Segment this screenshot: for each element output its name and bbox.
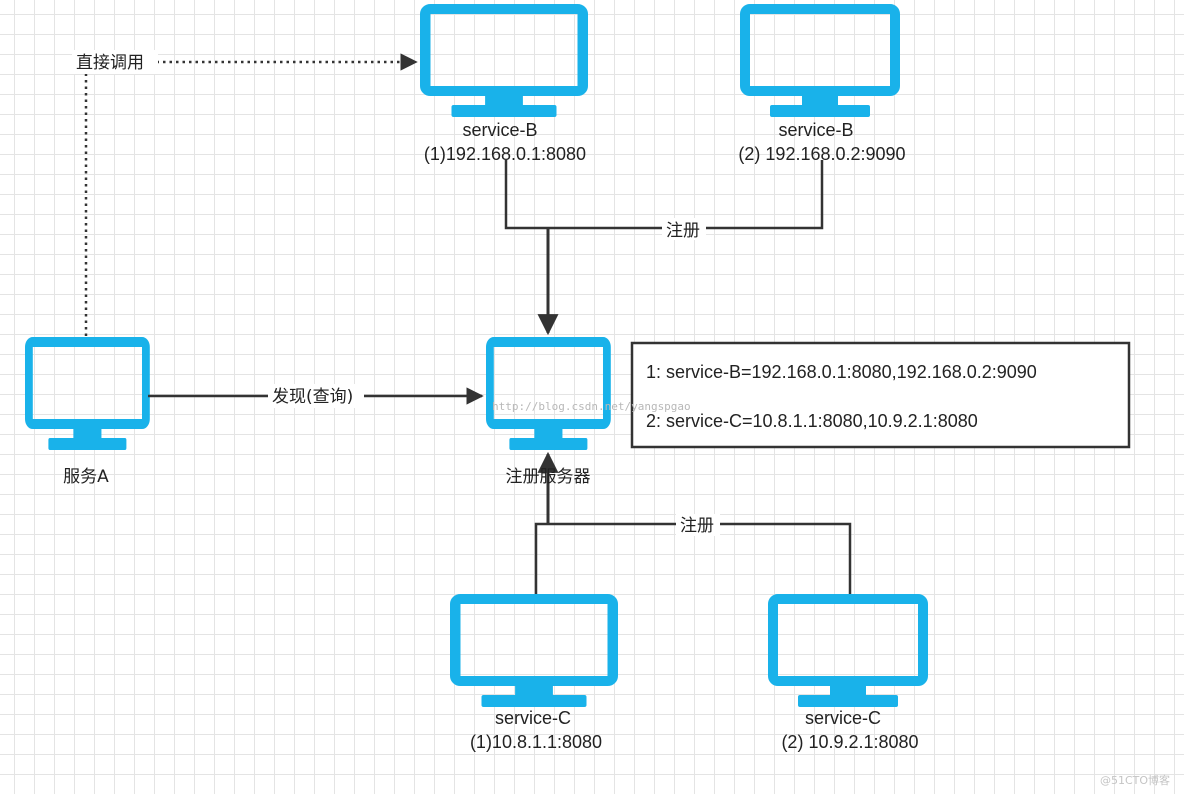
direct-call-label: 直接调用 (76, 53, 144, 73)
monitor-service-a-icon (29, 342, 146, 450)
service-b2-address: (2) 192.168.0.2:9090 (738, 144, 905, 164)
service-c1-address: (1)10.8.1.1:8080 (470, 732, 602, 752)
registry-label: 注册服务器 (506, 467, 591, 487)
monitor-service-c2-icon (773, 599, 923, 707)
register-b-label: 注册 (666, 221, 700, 241)
direct-call-connector (84, 53, 418, 336)
register-c-label: 注册 (680, 516, 714, 536)
monitor-service-b1-icon (425, 9, 583, 117)
service-b2-name: service-B (778, 120, 853, 140)
monitor-service-c1-icon (455, 599, 613, 707)
credit-watermark: @51CTO博客 (1100, 773, 1170, 787)
register-b-connector (504, 160, 824, 230)
service-c2-name: service-C (805, 708, 881, 728)
service-b1-name: service-B (462, 120, 537, 140)
service-a-label: 服务A (63, 467, 109, 487)
registry-table-box (630, 341, 1131, 449)
registry-table-line-2: 2: service-C=10.8.1.1:8080,10.9.2.1:8080 (646, 411, 978, 431)
registry-table-line-1: 1: service-B=192.168.0.1:8080,192.168.0.… (646, 362, 1037, 382)
discover-label: 发现(查询) (272, 387, 353, 407)
monitor-service-b2-icon (745, 9, 895, 117)
watermark-url: http://blog.csdn.net/yangspgao (492, 400, 691, 413)
monitor-registry-icon (490, 342, 607, 450)
service-c1-name: service-C (495, 708, 571, 728)
service-b1-address: (1)192.168.0.1:8080 (424, 144, 586, 164)
service-c2-address: (2) 10.9.2.1:8080 (781, 732, 918, 752)
